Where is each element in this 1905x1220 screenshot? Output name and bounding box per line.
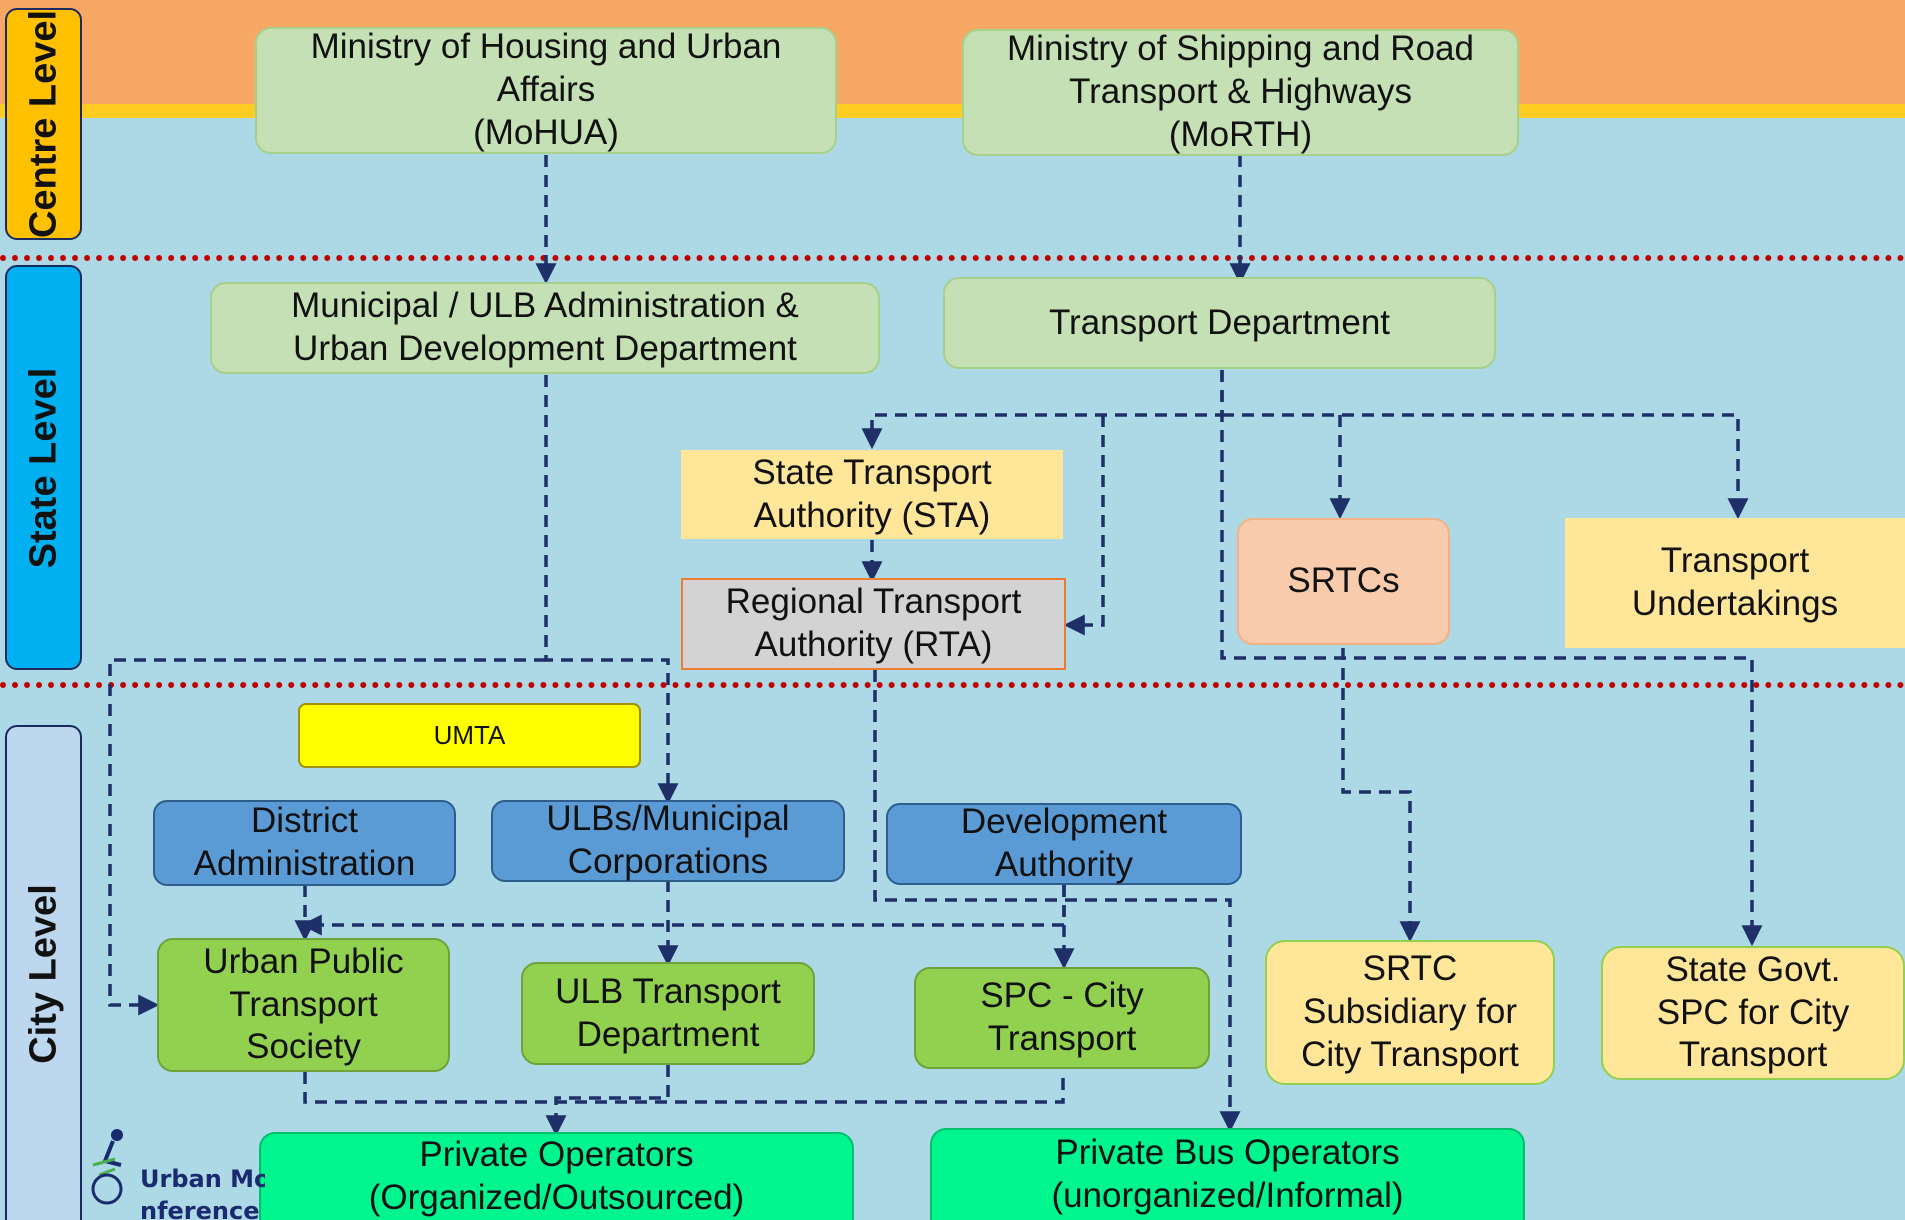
ulb-transport-box: ULB Transport Department — [521, 962, 815, 1065]
connector-srtcs-subsidiary — [1341, 648, 1421, 943]
private-organized-label: Private Operators (Organized/Outsourced) — [368, 1135, 745, 1217]
state-city-separator — [0, 682, 1905, 688]
state-level-label: State Level — [5, 265, 82, 670]
state-spc-box: State Govt. SPC for City Transport — [1601, 946, 1905, 1080]
srtc-subsidiary-label: SRTC Subsidiary for City Transport — [1301, 949, 1519, 1074]
umta-label: UMTA — [433, 719, 506, 750]
morth-box: Ministry of Shipping and Road Transport … — [962, 29, 1519, 156]
ulbs-label: ULBs/Municipal Corporations — [546, 799, 790, 881]
upts-label: Urban Public Transport Society — [203, 941, 404, 1067]
centre-level-label: Centre Level — [5, 8, 82, 240]
ulb-admin-label: Municipal / ULB Administration & Urban D… — [291, 286, 799, 368]
upts-box: Urban Public Transport Society — [157, 938, 450, 1072]
umta-box: UMTA — [298, 703, 641, 768]
connector-branch-srtcs — [1222, 413, 1749, 520]
connector-ulb-admin-upts — [108, 658, 546, 1016]
spc-city-label: SPC - City Transport — [980, 976, 1144, 1058]
morth-label: Ministry of Shipping and Road Transport … — [1007, 29, 1474, 154]
district-admin-label: District Administration — [193, 801, 416, 883]
rta-box: Regional Transport Authority (RTA) — [681, 578, 1066, 670]
private-bus-box: Private Bus Operators (unorganized/Infor… — [930, 1128, 1525, 1220]
ulb-transport-label: ULB Transport Department — [555, 971, 781, 1054]
srtcs-box: SRTCs — [1237, 518, 1450, 645]
connector-dev-authority-cross — [300, 885, 1066, 936]
ulbs-box: ULBs/Municipal Corporations — [491, 799, 845, 882]
connector-branch-rta — [1063, 415, 1105, 636]
transport-dept-label: Transport Department — [1048, 302, 1391, 342]
connector-ulb-admin-down — [544, 375, 679, 805]
cyclist-icon — [91, 1129, 123, 1205]
private-bus-label: Private Bus Operators (unorganized/Infor… — [1051, 1133, 1404, 1215]
transport-undertakings-label: Transport Undertakings — [1631, 541, 1839, 623]
private-organized-box: Private Operators (Organized/Outsourced) — [259, 1132, 854, 1220]
logo-text-line1: Urban Mobi — [140, 1165, 265, 1193]
connector-transport-dept-down — [1220, 370, 1763, 947]
transport-dept-box: Transport Department — [943, 277, 1496, 369]
rta-label: Regional Transport Authority (RTA) — [725, 582, 1022, 664]
connector-city-private-organized — [303, 1065, 1065, 1132]
city-level-label: City Level — [5, 725, 82, 1220]
srtcs-label: SRTCs — [1287, 561, 1400, 601]
spc-city-box: SPC - City Transport — [914, 967, 1210, 1069]
mohua-label: Ministry of Housing and Urban Affairs (M… — [310, 27, 782, 152]
connector-transport-dept-bus — [861, 370, 1224, 450]
district-admin-box: District Administration — [153, 800, 456, 886]
state-spc-label: State Govt. SPC for City Transport — [1656, 949, 1850, 1075]
srtc-subsidiary-box: SRTC Subsidiary for City Transport — [1265, 940, 1555, 1085]
connector-rta-private-bus — [873, 670, 1241, 1133]
dev-authority-box: Development Authority — [886, 802, 1242, 885]
mohua-box: Ministry of Housing and Urban Affairs (M… — [255, 27, 837, 154]
conference-logo: Urban Mobi nference & Ex — [85, 1125, 265, 1220]
sta-label: State Transport Authority (STA) — [752, 452, 992, 535]
centre-state-separator — [0, 255, 1905, 261]
dev-authority-label: Development Authority — [960, 802, 1168, 884]
transport-undertakings-box: Transport Undertakings — [1565, 518, 1905, 648]
sta-box: State Transport Authority (STA) — [681, 450, 1063, 539]
logo-text-line2: nference & Ex — [140, 1197, 265, 1220]
ulb-admin-box: Municipal / ULB Administration & Urban D… — [210, 282, 880, 374]
